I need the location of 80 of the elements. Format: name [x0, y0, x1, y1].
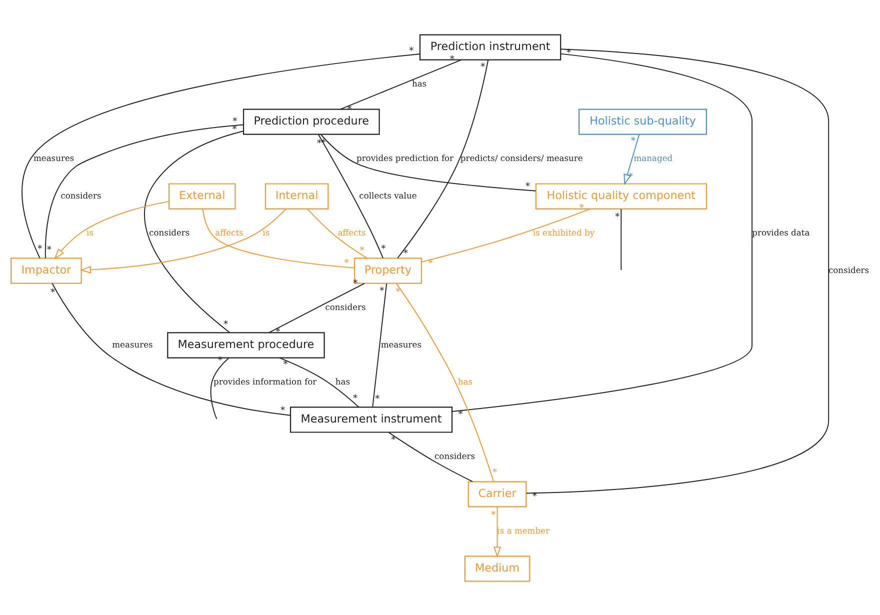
label: * — [480, 62, 486, 72]
connector — [52, 282, 291, 416]
edge-label: provides prediction for — [356, 152, 454, 163]
arrow — [54, 200, 170, 259]
label: * — [615, 212, 620, 222]
arrow — [624, 134, 640, 185]
label: * — [360, 245, 364, 256]
connector — [318, 133, 384, 258]
label: * — [403, 248, 408, 259]
node-box: External — [168, 182, 236, 209]
label: * — [344, 258, 349, 268]
connector — [202, 208, 355, 268]
label: * — [353, 394, 358, 404]
label: * — [491, 510, 496, 520]
label: * — [391, 435, 396, 446]
edge-label: provides data — [752, 227, 810, 238]
edge-label: considers — [60, 190, 102, 200]
connector — [620, 208, 622, 270]
connector — [420, 208, 592, 262]
label: * — [525, 181, 530, 192]
connector — [320, 133, 536, 191]
connector — [44, 124, 244, 258]
edge-label: considers — [828, 264, 870, 274]
label: * — [375, 394, 380, 404]
label: * — [280, 405, 286, 416]
edge-label: provides information for — [214, 376, 317, 386]
edge-label: collects value — [359, 190, 417, 200]
edge-label: measures — [112, 338, 153, 349]
edge-label: has — [412, 78, 427, 88]
label: * — [223, 319, 228, 330]
connector — [340, 58, 462, 110]
edge-label: predicts/ considers/ measure — [460, 152, 583, 163]
connector — [278, 356, 360, 408]
arrow — [493, 506, 502, 558]
connector — [396, 282, 494, 482]
label: * — [396, 287, 400, 298]
connector — [268, 282, 365, 333]
connector — [397, 58, 489, 258]
node-box: Impactor — [10, 257, 82, 284]
label: * — [409, 46, 414, 56]
connector — [306, 208, 368, 258]
label: * — [630, 136, 636, 146]
connector — [22, 52, 420, 258]
edge-label: is a member — [497, 525, 550, 536]
edge-label: is — [86, 227, 94, 238]
label: * — [50, 287, 56, 298]
label: * — [316, 138, 322, 148]
connector — [526, 48, 830, 494]
edge-label: managed — [634, 152, 673, 163]
connector — [372, 282, 388, 407]
connector — [452, 52, 753, 412]
edge-label: is exhibited by — [532, 227, 595, 238]
label: * — [381, 244, 386, 254]
edge-label: is — [262, 227, 270, 238]
label: * — [283, 359, 288, 370]
connector — [144, 130, 244, 333]
label: * — [492, 467, 497, 478]
node-box: Carrier — [468, 480, 527, 507]
connector — [388, 431, 474, 482]
edge-label: has — [458, 376, 473, 386]
edge-label: affects — [338, 227, 366, 238]
label: * — [380, 286, 384, 296]
node-box: Measurement instrument — [290, 406, 453, 432]
edge-label: affects — [215, 227, 244, 238]
edge-label: measures — [380, 338, 422, 349]
node-box: Internal — [264, 182, 329, 209]
node-box: Measurement procedure — [167, 332, 325, 358]
arrow — [80, 208, 287, 274]
node-box: Medium — [464, 555, 530, 582]
edge-label: measures — [33, 152, 74, 163]
edge-label: has — [335, 376, 350, 386]
edge-label: considers — [325, 302, 366, 312]
label: * — [232, 116, 238, 126]
label: * — [38, 244, 42, 254]
edge-label: considers — [434, 450, 476, 461]
edge-label: considers — [149, 227, 190, 238]
node-box: Holistic sub-quality — [578, 108, 707, 134]
label: * — [46, 244, 52, 255]
connector — [210, 357, 230, 419]
node-box: Prediction procedure — [242, 108, 380, 134]
